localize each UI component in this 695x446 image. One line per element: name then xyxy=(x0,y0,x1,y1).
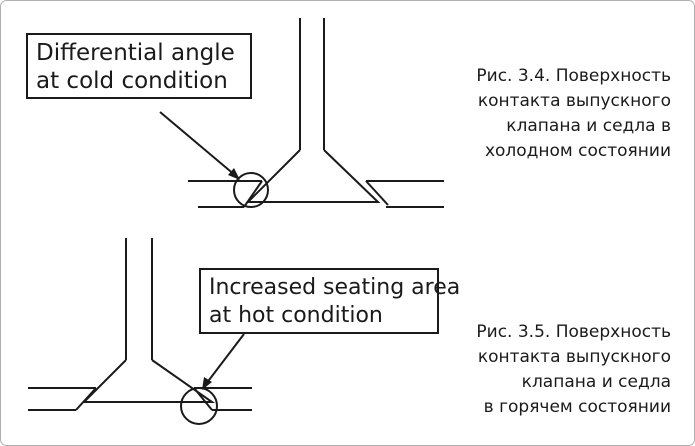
fig35-caption-line-2: контакта выпускного xyxy=(477,347,671,367)
fig35-caption-line-4: в горячем состоянии xyxy=(483,397,671,417)
cold-valve-head xyxy=(245,149,381,203)
cold-valve-assembly xyxy=(159,18,444,208)
figure-3-5-caption: Рис. 3.5. Поверхность контакта выпускног… xyxy=(476,320,671,420)
cold-leader-line xyxy=(159,111,237,177)
cold-seat-face-right xyxy=(365,180,389,206)
cold-leader-arrowhead xyxy=(228,168,240,180)
fig34-caption-line-3: клапана и седла в xyxy=(506,116,671,136)
hot-leader-arrowhead xyxy=(202,377,212,390)
cold-callout-line-1: Differential angle xyxy=(36,40,235,66)
fig35-caption-line-3: клапана и седла xyxy=(521,372,671,392)
hot-seat-face-left xyxy=(75,387,97,411)
figure-3-4-caption: Рис. 3.4. Поверхность контакта выпускног… xyxy=(476,64,671,164)
cold-condition-callout: Differential angle at cold condition xyxy=(26,33,252,99)
hot-callout-line-1: Increased seating area xyxy=(209,275,461,300)
hot-callout-line-2: at hot condition xyxy=(209,303,383,328)
hot-seat-face-right xyxy=(193,387,213,411)
fig34-caption-line-2: контакта выпускного xyxy=(477,91,671,111)
cold-seat-face-left xyxy=(243,180,263,208)
hot-condition-callout: Increased seating area at hot condition xyxy=(199,268,461,334)
cold-callout-line-2: at cold condition xyxy=(36,68,228,94)
hot-valve-head xyxy=(81,359,216,403)
hot-leader-line xyxy=(205,333,245,385)
hot-detail-circle xyxy=(180,387,218,425)
fig34-caption-line-4: холодном состоянии xyxy=(484,141,671,161)
cold-detail-circle xyxy=(233,172,269,208)
fig35-caption-line-1: Рис. 3.5. Поверхность xyxy=(476,322,671,342)
fig34-caption-line-1: Рис. 3.4. Поверхность xyxy=(476,66,671,86)
